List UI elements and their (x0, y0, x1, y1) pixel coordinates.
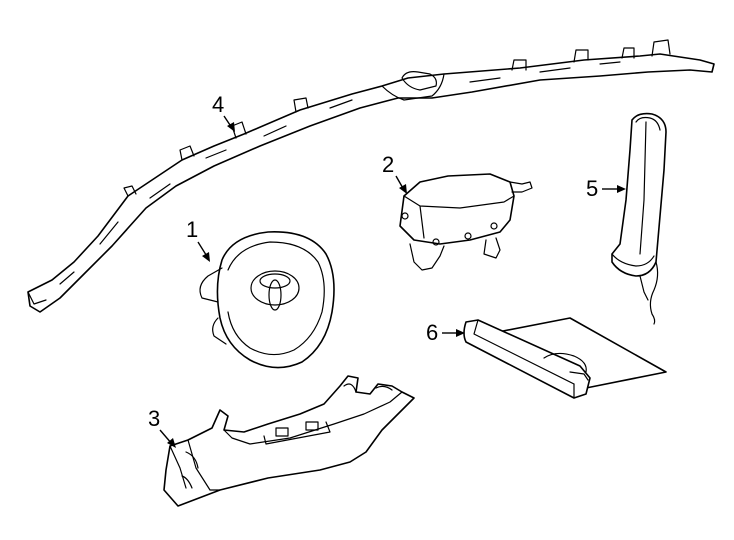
callout-3: 3 (148, 406, 176, 448)
curtain-airbag-part (27, 39, 715, 313)
callout-label-3: 3 (148, 406, 160, 431)
callout-5: 5 (586, 176, 626, 201)
driver-airbag-part (199, 231, 335, 369)
callout-label-6: 6 (426, 320, 438, 345)
callout-label-4: 4 (212, 92, 224, 117)
knee-bolster-part (163, 375, 415, 507)
callout-2: 2 (382, 152, 407, 194)
callout-4: 4 (212, 92, 235, 132)
callout-label-2: 2 (382, 152, 394, 177)
callout-label-5: 5 (586, 176, 598, 201)
callout-1: 1 (186, 217, 210, 262)
callout-label-1: 1 (186, 217, 198, 242)
callout-6: 6 (426, 320, 465, 345)
seat-side-airbag-part (611, 112, 667, 325)
passenger-airbag-part (399, 173, 533, 271)
knee-airbag-part (463, 317, 667, 399)
